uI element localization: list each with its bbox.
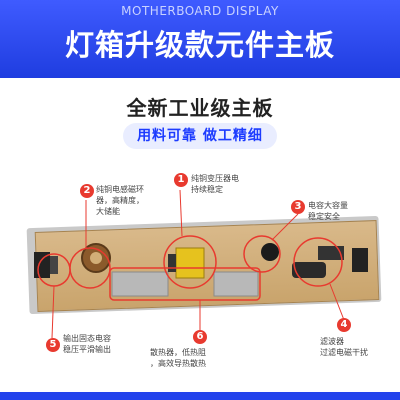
callout-5-text: 输出固态电容稳压平滑输出 xyxy=(63,334,111,354)
tagline-pill: 用料可靠 做工精细 xyxy=(123,123,277,149)
header-banner: MOTHERBOARD DISPLAY 灯箱升级款元件主板 xyxy=(0,0,400,78)
highlight-box-6 xyxy=(109,267,261,301)
toroid-core xyxy=(90,252,102,264)
callout-6-badge: 6 xyxy=(193,330,207,344)
callout-6-text: 散热器，低热阻，高效导热散热 xyxy=(150,348,206,368)
leader-line-5 xyxy=(51,285,55,339)
callout-5-badge: 5 xyxy=(46,338,60,352)
highlight-ring-3 xyxy=(243,235,281,273)
highlight-ring-4 xyxy=(293,237,343,287)
terminal-block xyxy=(50,256,58,274)
filter-inductor xyxy=(318,246,344,260)
highlight-ring-1 xyxy=(163,235,217,289)
heatsink-right xyxy=(213,271,259,297)
transformer xyxy=(175,247,205,279)
heatsink-left xyxy=(111,271,169,297)
leader-line-3 xyxy=(271,213,299,241)
header-title: 灯箱升级款元件主板 xyxy=(64,28,335,62)
callout-2-text: 纯铜电感磁环器，高精度，大储能 xyxy=(96,185,144,216)
transformer-core xyxy=(168,254,176,272)
callout-4-badge: 4 xyxy=(337,318,351,332)
leader-line-1 xyxy=(179,189,183,237)
footer-strip xyxy=(0,392,400,400)
section-heading: 全新工业级主板 xyxy=(126,96,274,120)
callout-3-text: 电容大容量稳定安全 xyxy=(308,201,348,221)
capacitor xyxy=(261,243,279,261)
electrolytic-capacitor xyxy=(292,262,326,278)
callout-2-badge: 2 xyxy=(80,184,94,198)
callout-1-badge: 1 xyxy=(174,173,188,187)
callout-3-badge: 3 xyxy=(291,200,305,214)
leader-line-4 xyxy=(329,283,345,321)
output-terminal xyxy=(352,248,368,272)
callout-1-text: 纯铜变压器电持续稳定 xyxy=(191,174,239,194)
callout-4-text: 滤波器过滤电磁干扰 xyxy=(320,337,368,357)
header-subtitle-en: MOTHERBOARD DISPLAY xyxy=(121,4,279,18)
